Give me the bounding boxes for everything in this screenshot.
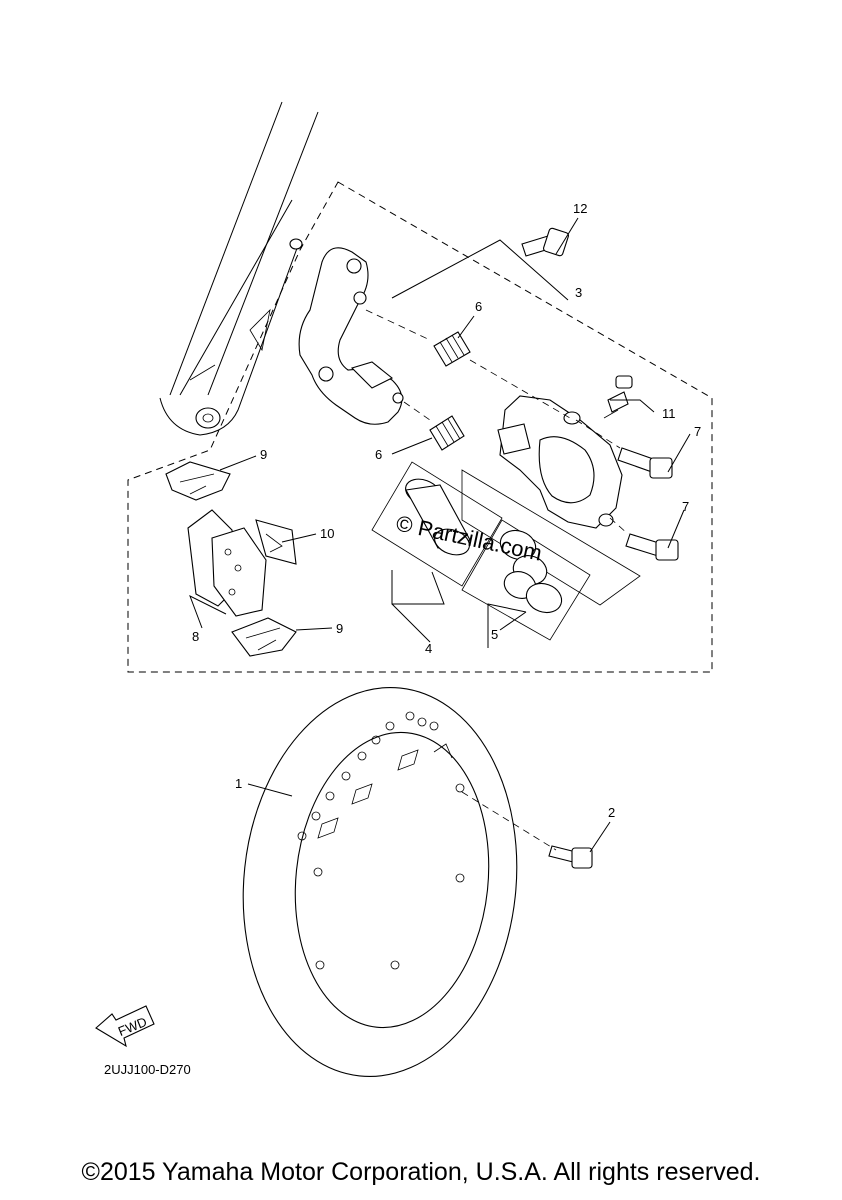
caliper-bolt-upper-7 — [617, 447, 673, 479]
callout-2: 2 — [608, 805, 615, 820]
callout-5: 5 — [491, 627, 498, 642]
callout-6-upper: 6 — [475, 299, 482, 314]
copyright-footer: ©2015 Yamaha Motor Corporation, U.S.A. A… — [81, 1158, 761, 1186]
callout-1: 1 — [235, 776, 242, 791]
pad-spring-10 — [255, 519, 297, 565]
pad-support-upper-9 — [165, 461, 231, 501]
callout-3: 3 — [575, 285, 582, 300]
caliper-bracket — [298, 247, 404, 425]
slide-pin-upper-6 — [433, 331, 471, 367]
piston-kit-4 — [371, 461, 503, 587]
assembly-boundary — [127, 181, 713, 673]
callout-8: 8 — [192, 629, 199, 644]
brake-disc-1 — [242, 686, 518, 1078]
callout-7-lower: 7 — [682, 499, 689, 514]
callout-7-upper: 7 — [694, 424, 701, 439]
caliper-bolt-lower-7 — [625, 533, 679, 561]
bleed-screw-11 — [603, 375, 633, 419]
front-fork-leg — [159, 101, 319, 436]
callout-9-lower: 9 — [336, 621, 343, 636]
callout-12: 12 — [573, 201, 587, 216]
pad-support-lower-9 — [231, 617, 297, 657]
caliper-body — [461, 395, 641, 606]
callout-4: 4 — [425, 641, 432, 656]
leader-lines — [189, 217, 691, 853]
callout-11: 11 — [662, 406, 676, 421]
callout-9-upper: 9 — [260, 447, 267, 462]
callout-10: 10 — [320, 526, 334, 541]
slide-pin-lower-6 — [429, 415, 465, 451]
bolt-12 — [521, 227, 569, 257]
callout-6-lower: 6 — [375, 447, 382, 462]
fwd-arrow-icon: FWD — [95, 1005, 155, 1048]
seal-kit-5 — [461, 519, 591, 641]
diagram-code: 2UJJ100-D270 — [104, 1062, 191, 1077]
brake-pad-set-8 — [187, 509, 267, 617]
